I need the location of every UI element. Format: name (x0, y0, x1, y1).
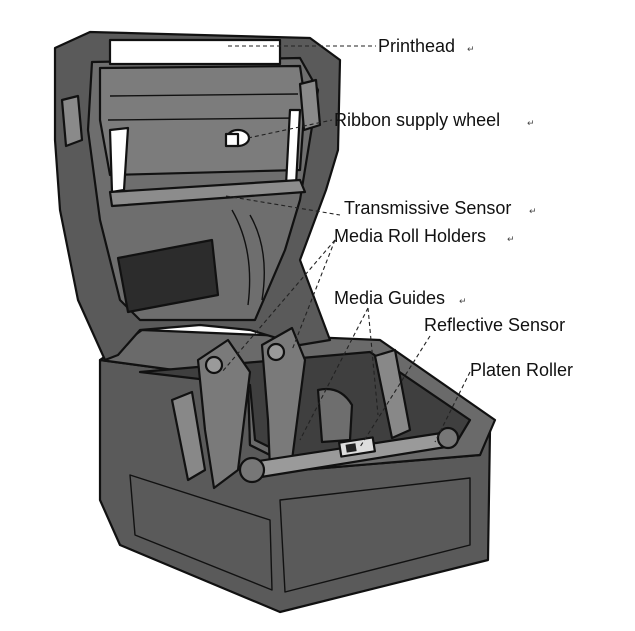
leader-media-roll-holder-right (291, 239, 336, 351)
printhead-strip (108, 38, 282, 66)
leader-media-guide-right (367, 307, 379, 416)
label-platen-roller: Platen Roller (470, 360, 573, 380)
paragraph-mark: ↵ (459, 297, 467, 307)
leader-ribbon-supply-wheel (247, 119, 333, 139)
media-mechanism (170, 326, 460, 490)
transmissive-sensor-bar (108, 178, 307, 208)
leader-transmissive-sensor (225, 195, 341, 216)
left-latch (60, 94, 84, 148)
label-transmissive-sensor: Transmissive Sensor (344, 198, 511, 218)
paragraph-mark: ↵ (467, 45, 475, 55)
label-media-guides: Media Guides (334, 288, 445, 308)
left-media-roll-holder (196, 338, 252, 490)
ribbon-supply-wheel-spindle (224, 128, 251, 148)
leader-reflective-sensor (359, 335, 431, 448)
leader-lines (221, 45, 471, 448)
leader-media-roll-holder-left (221, 239, 336, 373)
lid-window (116, 238, 220, 314)
right-media-guide (373, 348, 412, 440)
label-reflective-sensor: Reflective Sensor (424, 315, 565, 335)
callout-labels: Printhead ↵ Ribbon supply wheel ↵ Transm… (334, 36, 573, 380)
label-ribbon-supply-wheel: Ribbon supply wheel (334, 110, 500, 130)
printer-lid (53, 30, 342, 362)
paragraph-mark: ↵ (507, 235, 515, 245)
paragraph-mark: ↵ (529, 207, 537, 217)
leader-media-guide-left (299, 307, 369, 441)
leader-platen-roller (434, 371, 471, 443)
paragraph-mark: ↵ (527, 119, 535, 129)
right-latch (298, 78, 322, 132)
left-media-guide (170, 390, 207, 482)
label-media-roll-holders: Media Roll Holders (334, 226, 486, 246)
label-printhead: Printhead (378, 36, 455, 56)
